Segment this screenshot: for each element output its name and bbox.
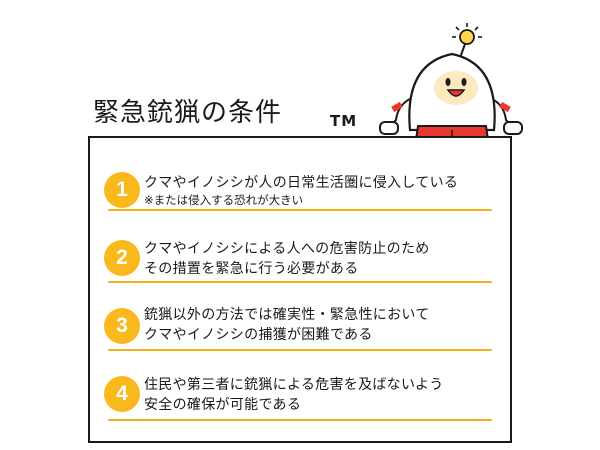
page-title: 緊急銃猟の条件: [93, 98, 283, 128]
trademark-mark: TM: [330, 112, 358, 130]
condition-note-1: ※または侵入する恐れが大きい: [144, 193, 304, 207]
condition-text-3: 銃猟以外の方法では確実性・緊急性において: [144, 307, 430, 323]
robot-mascot-illustration: [379, 23, 523, 141]
condition-text-3b: クマやイノシシの捕獲が困難である: [144, 327, 373, 343]
lightbulb-antenna-icon: [452, 23, 482, 59]
condition-text-2b: その措置を緊急に行う必要がある: [144, 261, 359, 277]
condition-text-4b: 安全の確保が可能である: [144, 397, 302, 413]
divider-2: [108, 281, 492, 283]
divider-1: [108, 209, 492, 211]
divider-3: [108, 349, 492, 351]
number-badge-3: 3: [104, 308, 140, 344]
conditions-card: 1 クマやイノシシが人の日常生活圏に侵入している ※または侵入する恐れが大きい …: [88, 136, 512, 443]
divider-4: [108, 419, 492, 421]
number-badge-1: 1: [104, 172, 140, 208]
condition-text-1: クマやイノシシが人の日常生活圏に侵入している: [144, 175, 459, 191]
condition-text-4: 住民や第三者に銃猟による危害を及ばないよう: [144, 377, 444, 393]
condition-text-2: クマやイノシシによる人への危害防止のため: [144, 241, 430, 257]
number-badge-4: 4: [104, 376, 140, 412]
number-badge-2: 2: [104, 240, 140, 276]
